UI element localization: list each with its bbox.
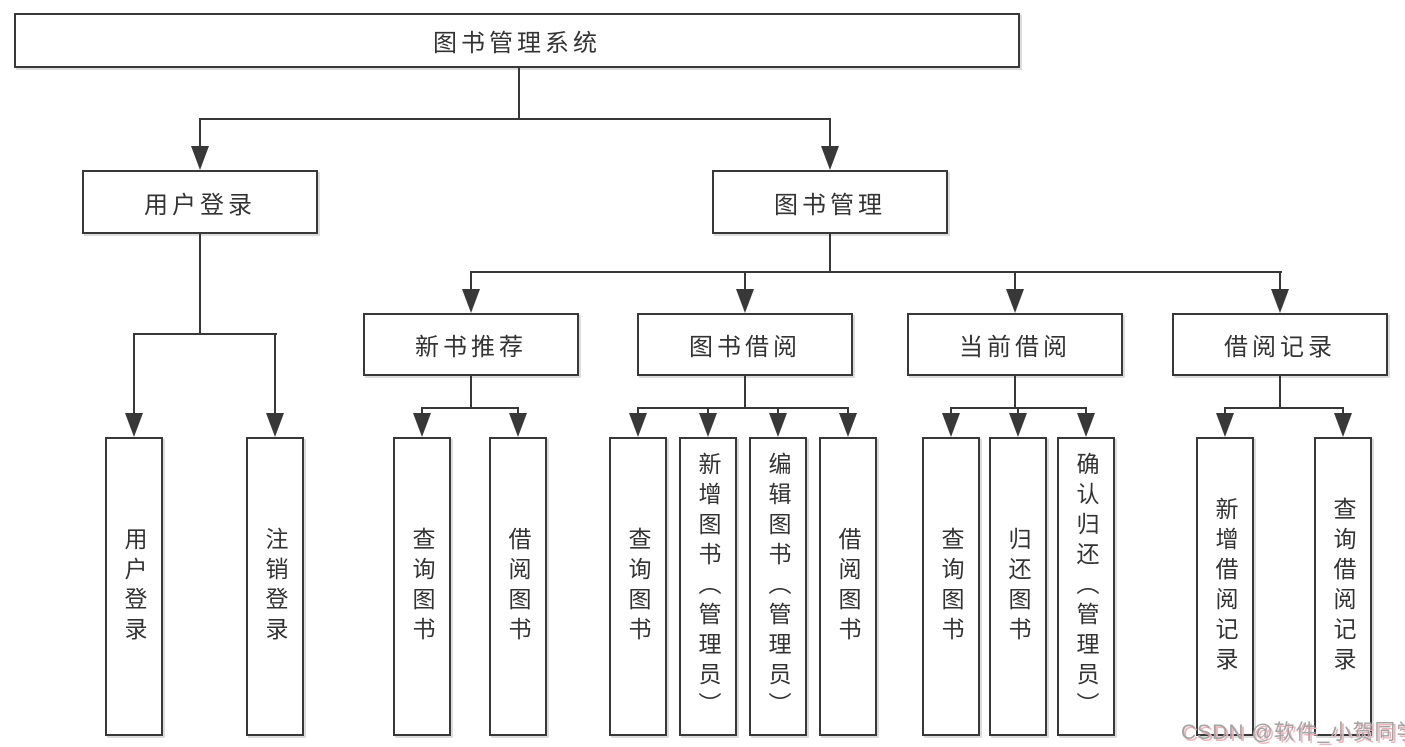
- arrowhead-new-book-recommend: [462, 289, 480, 313]
- arrowhead-book-management: [821, 146, 839, 170]
- connector-drop-user-login: [199, 118, 201, 148]
- node-label: 图书借阅: [689, 334, 801, 361]
- arrowhead-user-login: [191, 146, 209, 170]
- connector-drop-leaf-edit-books: [777, 407, 779, 417]
- connector-drop-leaf-return-books: [1017, 407, 1019, 417]
- connector-drop-leaf-logout: [274, 333, 276, 415]
- connector-root-stub: [518, 68, 520, 120]
- arrowhead-leaf-borrow-books-c: [839, 413, 857, 437]
- connector-new-book-recommend-stub: [470, 376, 472, 409]
- leaf-query-books-current: 查询图书: [922, 437, 980, 736]
- connector-book-borrow-stub: [744, 376, 746, 409]
- leaf-label: 确认归还（管理员）: [1073, 451, 1099, 722]
- leaf-edit-books-admin: 编辑图书（管理员）: [749, 437, 807, 736]
- arrowhead-leaf-edit-books: [769, 413, 787, 437]
- leaf-label: 查询图书: [938, 526, 964, 647]
- arrowhead-leaf-borrow-books-b: [509, 413, 527, 437]
- leaf-add-borrow-record: 新增借阅记录: [1196, 437, 1254, 736]
- leaf-label: 查询图书: [409, 526, 435, 647]
- arrowhead-current-borrow: [1006, 289, 1024, 313]
- connector-borrow-records-stub: [1279, 376, 1281, 409]
- connector-drop-book-borrow: [744, 271, 746, 291]
- leaf-confirm-return-admin: 确认归还（管理员）: [1057, 437, 1115, 736]
- node-library-management-system: 图书管理系统: [14, 13, 1020, 68]
- connector-new-book-recommend-branch: [421, 407, 519, 409]
- connector-drop-current-borrow: [1014, 271, 1016, 291]
- arrowhead-leaf-query-books-b: [413, 413, 431, 437]
- arrowhead-book-borrow: [736, 289, 754, 313]
- connector-book-management-branch: [470, 271, 1282, 273]
- connector-drop-leaf-query-borrow-record: [1342, 407, 1344, 417]
- leaf-label: 查询借阅记录: [1330, 496, 1356, 677]
- connector-user-login-stub: [199, 234, 201, 335]
- connector-book-management-stub: [829, 234, 831, 273]
- leaf-label: 借阅图书: [505, 526, 531, 647]
- csdn-watermark: CSDN @软件_小贺同学: [1181, 721, 1405, 744]
- leaf-return-books: 归还图书: [989, 437, 1047, 736]
- connector-drop-leaf-query-books-d: [950, 407, 952, 417]
- connector-drop-borrow-records: [1279, 271, 1281, 291]
- node-user-login: 用户登录: [82, 170, 318, 234]
- connector-drop-book-management: [829, 118, 831, 148]
- leaf-label: 用户登录: [121, 526, 147, 647]
- arrowhead-leaf-add-borrow-record: [1216, 413, 1234, 437]
- leaf-user-login: 用户登录: [105, 437, 163, 736]
- leaf-label: 注销登录: [262, 526, 288, 647]
- node-current-borrow: 当前借阅: [907, 313, 1123, 376]
- node-label: 图书管理: [774, 191, 886, 219]
- connector-borrow-records-branch: [1224, 407, 1344, 409]
- arrowhead-leaf-query-books-d: [942, 413, 960, 437]
- leaf-label: 新增借阅记录: [1212, 496, 1238, 677]
- connector-drop-leaf-add-books: [707, 407, 709, 417]
- node-label: 新书推荐: [415, 334, 527, 361]
- node-borrow-records: 借阅记录: [1172, 313, 1388, 376]
- leaf-label: 查询图书: [625, 526, 651, 647]
- node-label: 借阅记录: [1224, 334, 1336, 361]
- arrowhead-leaf-query-books-c: [629, 413, 647, 437]
- arrowhead-leaf-query-borrow-record: [1334, 413, 1352, 437]
- arrowhead-leaf-add-books: [699, 413, 717, 437]
- node-book-management: 图书管理: [712, 170, 948, 234]
- connector-drop-leaf-borrow-books-b: [517, 407, 519, 417]
- connector-drop-leaf-borrow-books-c: [847, 407, 849, 417]
- arrowhead-leaf-return-books: [1009, 413, 1027, 437]
- arrowhead-borrow-records: [1271, 289, 1289, 313]
- leaf-borrow-books: 借阅图书: [819, 437, 877, 736]
- leaf-label: 编辑图书（管理员）: [765, 451, 791, 722]
- connector-drop-new-book-recommend: [470, 271, 472, 291]
- node-book-borrow: 图书借阅: [637, 313, 853, 376]
- leaf-add-books-admin: 新增图书（管理员）: [679, 437, 737, 736]
- connector-book-borrow-branch: [637, 407, 849, 409]
- connector-user-login-branch: [133, 333, 277, 335]
- arrowhead-leaf-user-login: [125, 413, 143, 437]
- connector-root-branch: [199, 118, 831, 120]
- connector-drop-leaf-user-login: [133, 333, 135, 415]
- leaf-query-books-borrow: 查询图书: [609, 437, 667, 736]
- leaf-label: 新增图书（管理员）: [695, 451, 721, 722]
- connector-current-borrow-stub: [1014, 376, 1016, 409]
- leaf-borrow-books-newrec: 借阅图书: [489, 437, 547, 736]
- leaf-query-books-newrec: 查询图书: [393, 437, 451, 736]
- arrowhead-leaf-confirm-return: [1077, 413, 1095, 437]
- node-label: 图书管理系统: [433, 30, 601, 57]
- connector-drop-leaf-add-borrow-record: [1224, 407, 1226, 417]
- connector-drop-leaf-query-books-c: [637, 407, 639, 417]
- connector-drop-leaf-query-books-b: [421, 407, 423, 417]
- leaf-query-borrow-record: 查询借阅记录: [1314, 437, 1372, 736]
- node-label: 当前借阅: [959, 334, 1071, 361]
- leaf-label: 借阅图书: [835, 526, 861, 647]
- node-new-book-recommend: 新书推荐: [363, 313, 579, 376]
- leaf-label: 归还图书: [1005, 526, 1031, 647]
- leaf-logout: 注销登录: [246, 437, 304, 736]
- connector-drop-leaf-confirm-return: [1085, 407, 1087, 417]
- node-label: 用户登录: [144, 191, 256, 219]
- arrowhead-leaf-logout: [266, 413, 284, 437]
